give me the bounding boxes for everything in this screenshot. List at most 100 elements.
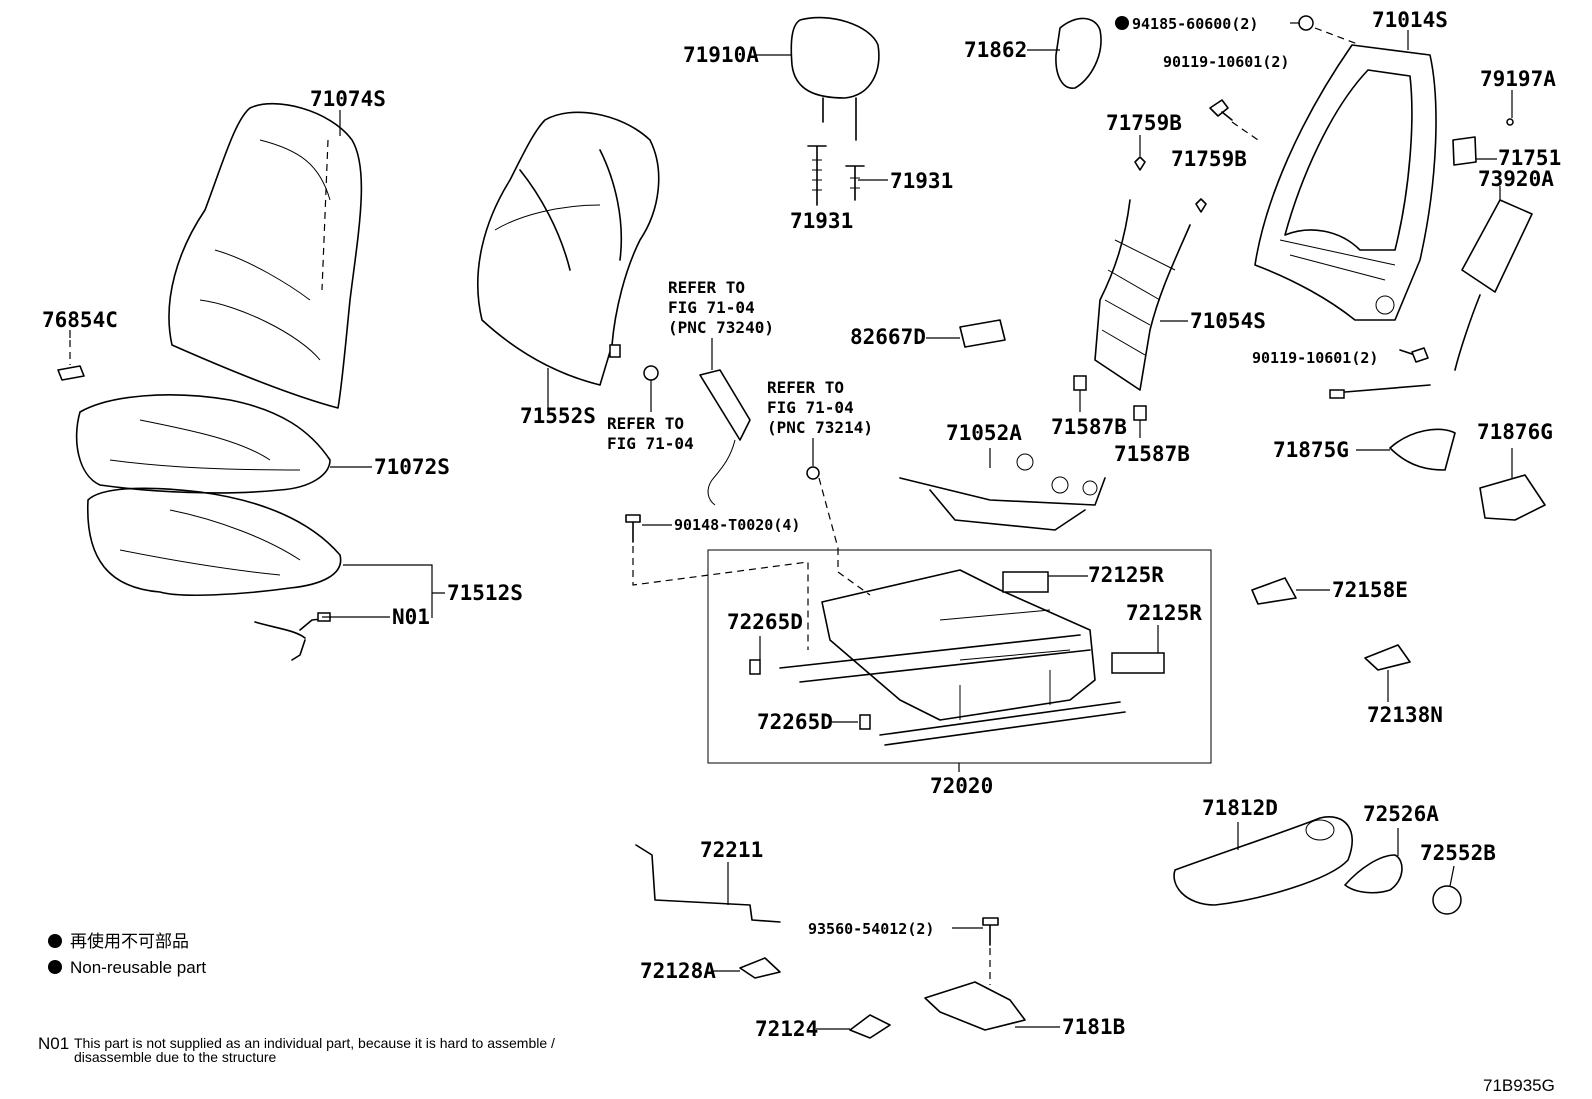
seatback-pad-drawing [476, 111, 660, 386]
label-73920a: 73920A [1478, 167, 1554, 191]
label-71759b-left: 71759B [1106, 111, 1182, 135]
cap-72552b-drawing [1432, 885, 1462, 915]
bracket-71751-drawing [1452, 136, 1477, 166]
headrest-guide-drawing [807, 145, 865, 206]
label-71931-bottom: 71931 [790, 209, 853, 233]
legend-jp-text: 再使用不可部品 [70, 931, 189, 951]
cover-71876g-drawing [1479, 474, 1546, 521]
label-71072s: 71072S [374, 455, 450, 479]
refer-note-73240-line3: (PNC 73240) [668, 318, 774, 337]
label-94185: 94185-60600(2) [1132, 15, 1258, 33]
label-7181b: 7181B [1062, 1015, 1125, 1039]
label-72124: 72124 [755, 1017, 818, 1041]
bolt-93560-drawing [982, 917, 999, 985]
refer-note-73214-line2: FIG 71-04 [767, 398, 854, 417]
footnote: N01 This part is not supplied as an indi… [38, 1034, 555, 1065]
label-90119-upper: 90119-10601(2) [1163, 53, 1289, 71]
label-82667d: 82667D [850, 325, 926, 349]
label-71552s: 71552S [520, 404, 596, 428]
label-72526a: 72526A [1363, 802, 1439, 826]
label-72138n: 72138N [1367, 703, 1443, 727]
nut-94185-drawing [1298, 15, 1361, 46]
harness-n01-drawing [254, 612, 331, 661]
cover-71862-drawing [1055, 17, 1102, 89]
legend-jp-bullet-icon [48, 934, 62, 948]
seatback-frame-drawing [1254, 44, 1437, 321]
bolt-90148-drawing [625, 514, 809, 650]
clip-71587b-drawing [1073, 375, 1147, 421]
cover-72158e-drawing [1251, 577, 1297, 605]
label-72128a: 72128A [640, 959, 716, 983]
refer-note-73240-line1: REFER TO [668, 278, 745, 297]
refer-note-73240: REFER TO FIG 71-04 (PNC 73240) [668, 278, 774, 370]
refer-note-73214-line3: (PNC 73214) [767, 418, 873, 437]
release-rod-drawing [635, 844, 781, 923]
cover-72124-drawing [849, 1014, 891, 1039]
footnote-code: N01 [38, 1034, 69, 1053]
label-71931-right: 71931 [890, 169, 953, 193]
cover-72138n-drawing [1364, 644, 1411, 671]
label-71587b-right: 71587B [1114, 442, 1190, 466]
label-71862: 71862 [964, 38, 1027, 62]
label-71014s: 71014S [1372, 8, 1448, 32]
clip-71759b-drawing [1134, 156, 1207, 213]
wire-frame-71052a-drawing [899, 453, 1106, 531]
refer-note-73240-line2: FIG 71-04 [668, 298, 755, 317]
seatback-cover-drawing [168, 102, 363, 409]
bolt-90119-lower-drawing [1399, 347, 1429, 363]
label-71875g: 71875G [1273, 438, 1349, 462]
seat-adjuster-frame-drawing [749, 569, 1165, 746]
label-93560: 93560-54012(2) [808, 920, 934, 938]
footnote-line2: disassemble due to the structure [74, 1049, 277, 1065]
label-79197a: 79197A [1480, 67, 1556, 91]
ref-nut-drawing [643, 365, 871, 596]
label-71759b-right: 71759B [1171, 147, 1247, 171]
refer-note-73214-line1: REFER TO [767, 378, 844, 397]
label-90119-lower: 90119-10601(2) [1252, 349, 1378, 367]
label-94185-group: 94185-60600(2) [1115, 15, 1258, 33]
cover-82667d-drawing [959, 319, 1006, 348]
non-reusable-marker-icon [1115, 16, 1129, 30]
refer-note-fig-line1: REFER TO [607, 414, 684, 433]
label-76854c: 76854C [42, 308, 118, 332]
cover-72128a-drawing [739, 957, 781, 979]
label-72265d-upper: 72265D [727, 610, 803, 634]
label-71812d: 71812D [1202, 796, 1278, 820]
legend: 再使用不可部品 Non-reusable part [48, 931, 206, 977]
knob-72526a-drawing [1344, 854, 1403, 894]
label-72265d-lower: 72265D [757, 710, 833, 734]
label-90148: 90148-T0020(4) [674, 516, 800, 534]
clip-76854c-drawing [57, 340, 85, 381]
spring-assembly-drawing [1094, 199, 1191, 391]
bolt-90119-upper-drawing [1209, 99, 1259, 141]
label-72552b: 72552B [1420, 841, 1496, 865]
refer-note-fig: REFER TO FIG 71-04 [607, 380, 694, 453]
label-71751: 71751 [1498, 146, 1561, 170]
leader-lines [69, 22, 1513, 1030]
cushion-cover-drawing [75, 394, 331, 494]
clip-79197a-drawing [1506, 118, 1514, 126]
refer-note-73214: REFER TO FIG 71-04 (PNC 73214) [767, 378, 873, 466]
label-72125r-upper: 72125R [1088, 563, 1164, 587]
cover-71875g-drawing [1389, 428, 1456, 471]
headrest-drawing [790, 16, 880, 141]
label-71052a: 71052A [946, 421, 1022, 445]
label-71876g: 71876G [1477, 420, 1553, 444]
label-72020: 72020 [930, 774, 993, 798]
footnote-line1: This part is not supplied as an individu… [74, 1035, 555, 1051]
label-71587b-left: 71587B [1051, 415, 1127, 439]
refer-note-fig-line2: FIG 71-04 [607, 434, 694, 453]
buckle-drawing [699, 369, 751, 506]
label-71910a: 71910A [683, 43, 759, 67]
legend-en-bullet-icon [48, 960, 62, 974]
legend-en-text: Non-reusable part [70, 958, 206, 977]
label-72158e: 72158E [1332, 578, 1408, 602]
label-71054s: 71054S [1190, 309, 1266, 333]
side-shield-drawing [1173, 816, 1353, 906]
bracket-7181b-drawing [924, 981, 1026, 1031]
label-71074s: 71074S [310, 87, 386, 111]
figure-id: 71B935G [1483, 1076, 1555, 1095]
label-n01: N01 [392, 605, 430, 629]
airbag-73920a-drawing [1329, 199, 1533, 399]
